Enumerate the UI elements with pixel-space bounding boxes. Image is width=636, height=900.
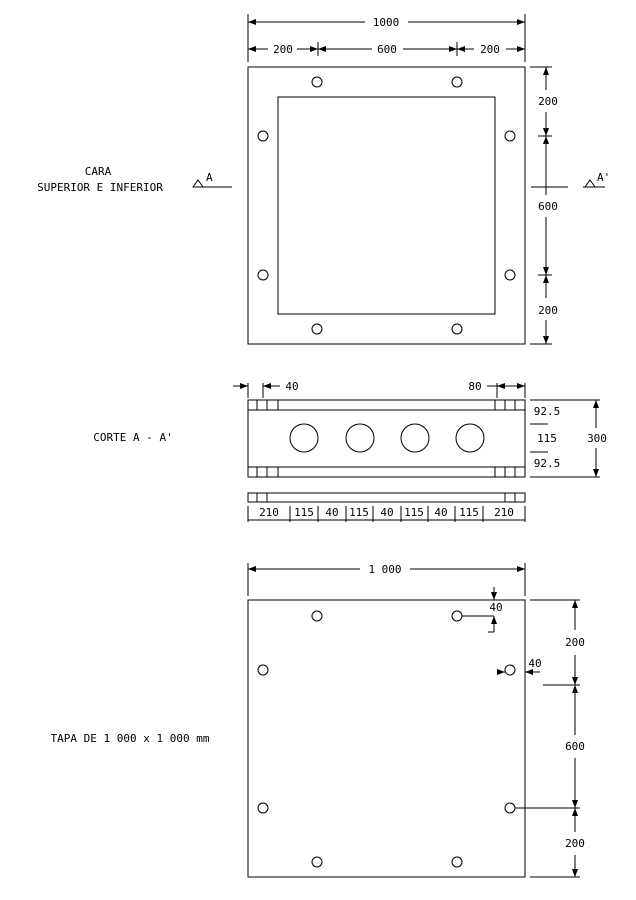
dim-92-5-bottom: 92.5 [534,457,561,470]
lid-dim-v-top: 200 [565,636,585,649]
dim-center: 600 [377,43,397,56]
lid-dim-v-mid: 600 [565,740,585,753]
outer-frame [247,66,526,345]
dim-chain-6: 115 [404,506,424,519]
lid-plate [247,599,526,878]
dim-chain-9: 210 [494,506,514,519]
dim-40: 40 [285,380,298,393]
section-label: CORTE A - A' [93,431,172,444]
lid-dim-hole-top: 40 [489,601,502,614]
section-marker-right-icon [584,179,596,188]
dim-v-mid: 600 [538,200,558,213]
dim-chain-7: 40 [434,506,447,519]
top-view-label-1: CARA [85,165,112,178]
lid-dim-v-bottom: 200 [565,837,585,850]
lid-dim-hole-side: 40 [528,657,541,670]
top-view-label-2: SUPERIOR E INFERIOR [37,181,163,194]
dim-chain-2: 115 [294,506,314,519]
dim-v-top: 200 [538,95,558,108]
dim-chain-5: 40 [380,506,393,519]
dim-300: 300 [587,432,607,445]
pipe-openings [289,423,485,453]
bottom-dimension-chain: 210 115 40 115 40 115 40 115 210 [247,506,526,522]
dim-v-bottom: 200 [538,304,558,317]
section-left: A [206,171,213,184]
dim-left: 200 [273,43,293,56]
dim-115: 115 [537,432,557,445]
dim-80: 80 [468,380,481,393]
dim-chain-1: 210 [259,506,279,519]
lid-label: TAPA DE 1 000 x 1 000 mm [51,732,210,745]
dim-total: 1000 [373,16,400,29]
dim-92-5-top: 92.5 [534,405,561,418]
dim-chain-8: 115 [459,506,479,519]
lid-view: TAPA DE 1 000 x 1 000 mm 1 000 40 40 200… [51,563,585,878]
dim-chain-3: 40 [325,506,338,519]
lid-bolt-holes [257,610,516,868]
section-right: A' [597,171,610,184]
section-view: CORTE A - A' 40 80 92.5 115 92.5 300 [93,380,607,522]
dim-right: 200 [480,43,500,56]
bolt-holes [257,76,516,335]
section-marker-left-icon [192,179,204,188]
dim-chain-4: 115 [349,506,369,519]
top-view: CARA SUPERIOR E INFERIOR 1000 200 600 20… [37,14,610,345]
lid-dim-total: 1 000 [368,563,401,576]
inner-opening [277,96,496,315]
